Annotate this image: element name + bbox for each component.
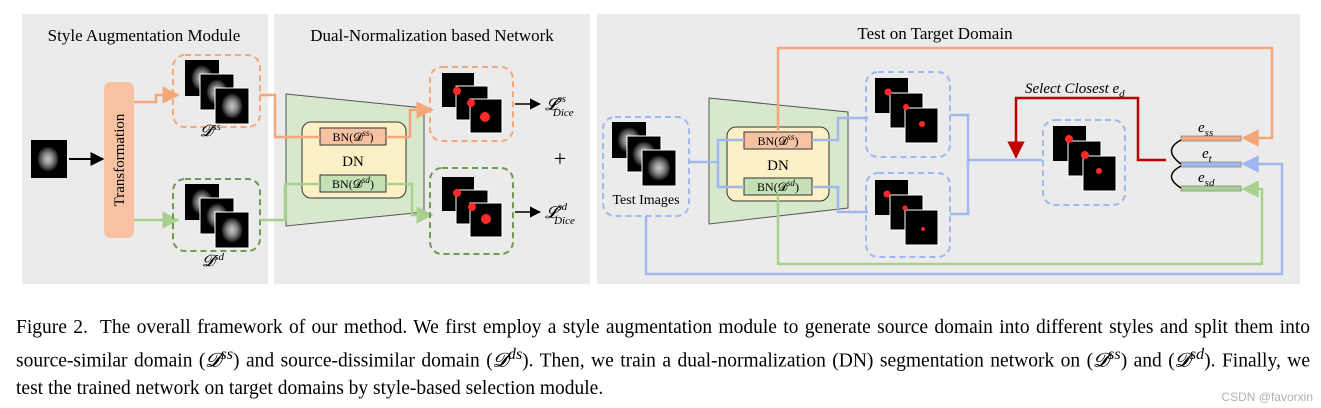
caption-line1: The overall framework of our method. We … (99, 317, 1103, 338)
caption-d1-sup: ss (220, 345, 234, 363)
framework-diagram: Style Augmentation Module Dual-Normaliza… (22, 14, 1300, 284)
test-bn-ss-label: BN(𝓓ss) (758, 132, 799, 148)
caption-line2c: ). Then, we train a dual-normalization (… (522, 350, 874, 372)
select-closest-arrow (1007, 96, 1166, 162)
test-dn-label: DN (767, 158, 789, 174)
green-feedback-line (776, 180, 1264, 266)
test-images (612, 122, 677, 187)
plus-sign: + (554, 146, 566, 171)
pred-sd-masks (442, 177, 503, 238)
domain-ss-label: 𝓓ss (200, 121, 221, 140)
selected-pred-masks (1053, 126, 1117, 192)
test-pred-ss-box (865, 71, 951, 158)
test-images-label: Test Images (612, 193, 679, 208)
test-title: Test on Target Domain (857, 24, 1013, 43)
caption-line2b: ) and source-dissimilar domain ( (233, 350, 493, 372)
select-closest-label: Select Closest ed (1025, 81, 1125, 100)
e-ss-bar (1180, 135, 1242, 142)
caption-d4-sup: sd (1189, 345, 1205, 363)
pred-ss-masks (442, 73, 503, 134)
caption-label: Figure 2. (16, 317, 88, 338)
e-sd-label: esd (1198, 170, 1215, 189)
caption-line2a: styles and split them into source-simila… (16, 317, 1310, 372)
test-pred-ss-masks (875, 78, 939, 144)
bn-sd-label: BN(𝓓sd) (332, 175, 374, 191)
test-pred-sd-masks (875, 180, 939, 246)
domain-ss-images (185, 60, 250, 125)
domain-ss-box (172, 54, 261, 128)
watermark: CSDN @favorxin (1221, 390, 1313, 404)
selected-pred-box (1042, 119, 1126, 206)
e-sd-bar (1180, 185, 1242, 192)
caption-line3b: ) and ( (1120, 350, 1175, 372)
caption-d1: 𝓓 (205, 350, 221, 372)
caption-line3a: segmentation network on ( (879, 350, 1094, 372)
caption-d3: 𝓓 (1093, 350, 1109, 372)
domain-sd-images (185, 184, 250, 249)
dn-label: DN (342, 154, 364, 170)
pred-ss-box (429, 66, 514, 142)
test-pred-sd-box (865, 172, 951, 258)
transformation-label: Transformation (112, 113, 128, 206)
test-bn-sd-label: BN(𝓓sd) (757, 178, 799, 194)
bn-ss-label: BN(𝓓ss) (333, 128, 374, 144)
orange-feedback-line (776, 46, 1274, 147)
domain-sd-box (172, 178, 261, 252)
style-aug-title: Style Augmentation Module (48, 26, 241, 45)
caption-d3-sup: ss (1108, 345, 1121, 363)
e-ss-label: ess (1198, 120, 1213, 139)
caption-d2-sup: ds (507, 345, 523, 363)
input-image (31, 140, 67, 178)
domain-sd-label: 𝓓sd (202, 251, 225, 270)
caption-d4: 𝓓 (1174, 350, 1190, 372)
e-t-bar (1180, 161, 1242, 168)
compare-arc-top (1170, 139, 1182, 165)
compare-arc-bottom (1170, 165, 1182, 189)
e-t-label: et (1202, 146, 1213, 165)
caption-line3c: ). Finally, we test the trained network … (16, 350, 1311, 399)
blue-feedback-line (644, 155, 1284, 276)
figure-caption: Figure 2. The overall framework of our m… (16, 314, 1310, 402)
transformation-block: Transformation (104, 82, 134, 238)
dual-norm-title: Dual-Normalization based Network (310, 26, 554, 45)
caption-d2: 𝓓 (492, 350, 508, 372)
